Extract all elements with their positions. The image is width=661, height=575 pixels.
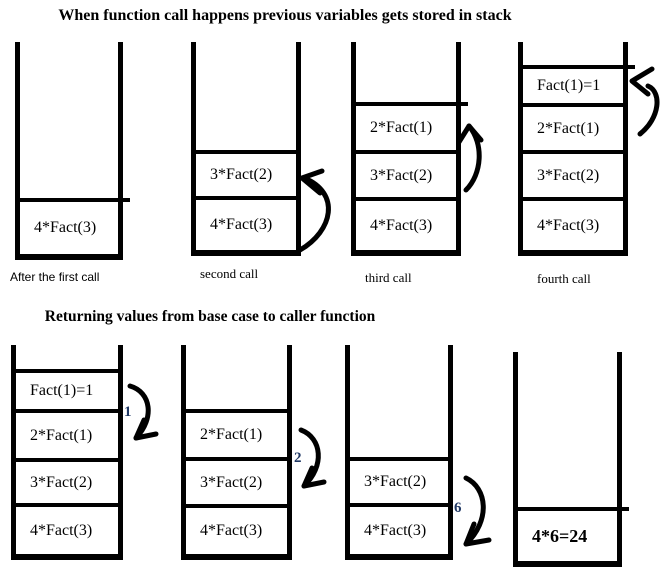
stack-cell: 3*Fact(2) [356,150,456,197]
stack-cell: 4*Fact(3) [20,198,130,254]
return-arrow-icon [463,475,492,547]
return-value-label-2: 2 [294,450,302,466]
stack-cell: 4*Fact(3) [356,197,456,250]
stack-cell: 4*Fact(3) [350,503,448,554]
stack-after-first-call: 4*Fact(3) [15,42,130,260]
stack-fourth-call: Fact(1)=1 2*Fact(1) 3*Fact(2) 4*Fact(3) [518,42,635,256]
stack-cell: 3*Fact(2) [350,457,448,503]
stack-cell: 4*Fact(3) [196,196,296,250]
stack-cell: 2*Fact(1) [356,102,468,150]
return-arrow-icon [298,427,327,489]
stack-cell: 3*Fact(2) [523,150,623,197]
caption-after-first-call: After the first call [10,270,100,284]
stack-cell: 2*Fact(1) [186,409,287,457]
stack-cell: Fact(1)=1 [523,65,635,103]
stack-cell: 3*Fact(2) [186,457,287,504]
stack-cell: 4*Fact(3) [523,197,623,250]
stack-cell: 3*Fact(2) [196,150,296,196]
stack-second-call: 3*Fact(2) 4*Fact(3) [191,42,301,256]
return-value-label-1: 1 [124,404,132,420]
push-arrow-icon [629,66,660,137]
push-arrow-icon [456,123,484,193]
top-section-title: When function call happens previous vari… [58,7,512,24]
caption-third-call: third call [365,270,412,285]
stack-cell-result: 4*6=24 [518,507,629,561]
stack-third-call: 2*Fact(1) 3*Fact(2) 4*Fact(3) [351,42,468,256]
stack-cell: 2*Fact(1) [16,409,118,458]
return-value-label-6: 6 [454,500,462,516]
stack-final-result: 4*6=24 [513,352,629,567]
stack-cell: Fact(1)=1 [16,369,118,409]
caption-fourth-call: fourth call [537,271,591,286]
stack-cell: 4*Fact(3) [16,503,118,554]
return-arrow-icon [127,383,159,441]
stack-return-step-1: Fact(1)=1 2*Fact(1) 3*Fact(2) 4*Fact(3) [11,345,123,560]
push-arrow-icon [297,168,331,253]
stack-cell: 3*Fact(2) [16,458,118,503]
bottom-section-title: Returning values from base case to calle… [44,308,376,325]
stack-return-step-2: 2*Fact(1) 3*Fact(2) 4*Fact(3) [181,345,292,560]
caption-second-call: second call [200,266,259,281]
stack-cell: 4*Fact(3) [186,504,287,554]
stack-cell: 2*Fact(1) [523,103,623,150]
stack-return-step-3: 3*Fact(2) 4*Fact(3) [345,345,453,560]
